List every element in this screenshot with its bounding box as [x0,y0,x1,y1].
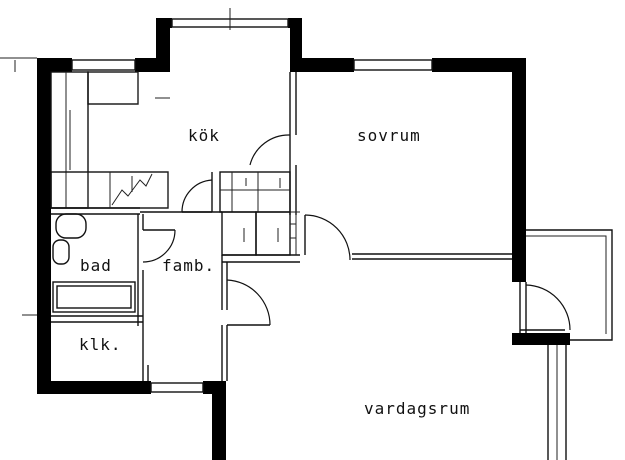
wall-south-west [37,381,151,394]
wall-east-balcony-sill [512,333,570,345]
wardrobe-a [221,211,257,256]
room-labels: kök sovrum bad famb. klk. vardagsrum [79,126,470,418]
wardrobe-b [255,211,291,256]
wardrobes [221,211,300,256]
kitchen-fixtures [50,71,291,213]
balcony-outline [526,229,613,341]
label-bedroom: sovrum [357,126,421,145]
wall-south-living [212,381,226,460]
washbasin [55,213,87,239]
bathtub-inner [56,285,132,309]
exterior-walls [37,18,570,460]
wall-east [512,58,526,282]
door-balcony-swing [525,284,571,331]
window-bedroom [353,59,433,71]
balcony-inner [526,235,607,334]
balcony [526,229,613,460]
doors [142,134,571,365]
label-kitchen: kök [188,126,220,145]
bathtub [52,281,136,313]
wall-kitchen-top-small-right [288,18,302,28]
windows [0,8,433,393]
wall-kitchen-pillar-left [156,18,170,72]
wall-west-top-left [37,58,72,72]
label-closet: klk. [79,335,122,354]
label-hall: famb. [162,256,215,275]
toilet [52,239,70,265]
door-kitchen-bedroom-swing [249,134,291,166]
label-bathroom: bad [80,256,112,275]
kitchen-stove-break-line [111,173,153,206]
bathroom-fixtures [52,213,136,313]
wall-west [37,58,51,394]
door-bedroom-swing [304,214,351,261]
kitchen-upper-cabinets [87,71,139,105]
label-living-room: vardagsrum [364,399,470,418]
door-hall-kitchen-swing [181,179,213,213]
window-kitchen-left [71,59,136,71]
wall-bedroom-top-left [290,58,354,72]
window-south [150,382,204,393]
door-living-swing [226,279,271,326]
wall-kitchen-top-small-left [156,18,172,28]
wall-bedroom-top-right [432,58,526,72]
door-bath-swing [142,229,176,263]
